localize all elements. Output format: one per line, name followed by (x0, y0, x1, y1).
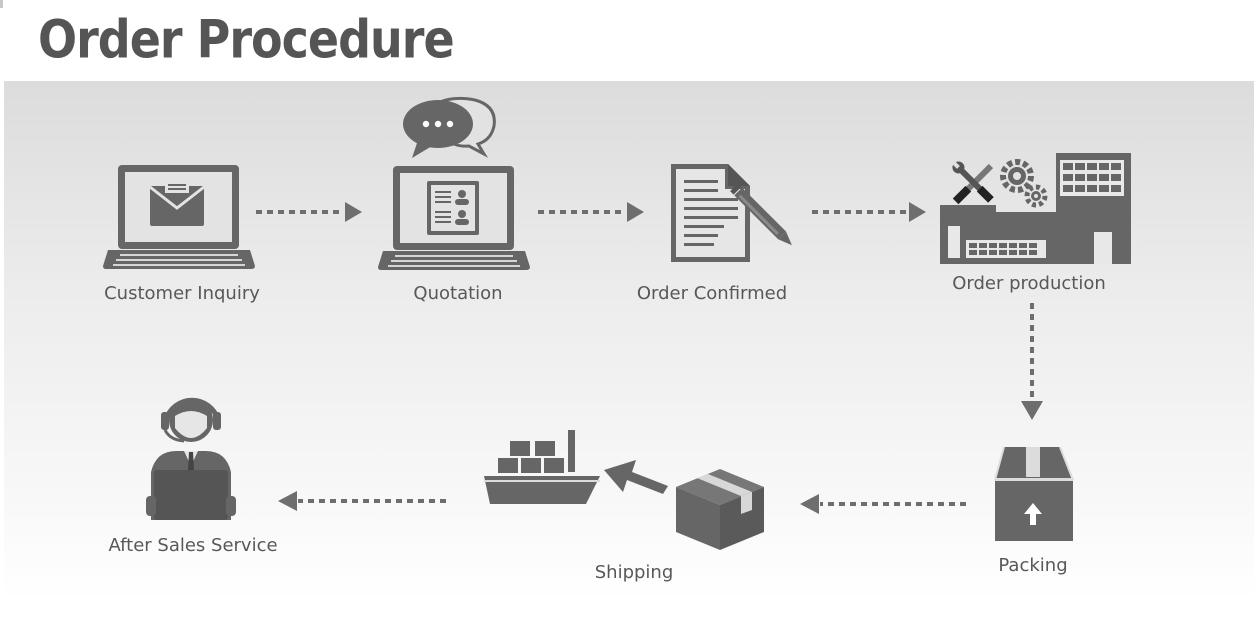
flow-arrow-6 (278, 491, 446, 511)
corner-mark (0, 0, 3, 8)
step-label-order-confirmed: Order Confirmed (636, 283, 788, 304)
step-label-packing: Packing (998, 555, 1068, 576)
speech-bubbles-icon (403, 96, 496, 158)
document-pen-icon (671, 164, 792, 262)
shipping-arrow-icon (604, 460, 668, 494)
factory-icon (940, 153, 1131, 264)
flow-arrow-2 (538, 202, 644, 222)
laptop-mail-icon (103, 165, 255, 269)
step-label-quotation: Quotation (413, 283, 503, 304)
step-label-customer-inquiry: Customer Inquiry (104, 283, 260, 304)
step-label-after-sales-service: After Sales Service (108, 535, 278, 556)
step-label-shipping: Shipping (594, 562, 674, 583)
laptop-quote-icon (378, 166, 530, 270)
tools-icon (951, 160, 994, 205)
page-title: Order Procedure (38, 8, 455, 71)
flow-arrow-1 (256, 202, 362, 222)
package-icon (994, 446, 1074, 541)
flow-arrow-5 (800, 494, 966, 514)
flow-arrow-4 (1021, 303, 1043, 420)
cargo-ship-icon (484, 430, 600, 504)
flow-arrow-3 (812, 202, 926, 222)
gears-icon (1000, 159, 1048, 208)
cardboard-box-icon (676, 469, 764, 550)
headset-agent-icon (146, 397, 236, 520)
step-label-order-production: Order production (952, 273, 1106, 294)
